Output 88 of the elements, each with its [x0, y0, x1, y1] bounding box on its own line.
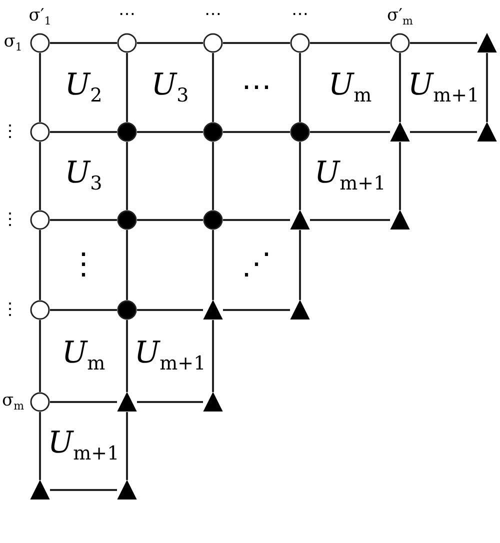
open-circle-node	[117, 33, 137, 53]
triangle-node	[477, 33, 497, 53]
grid-line	[310, 131, 390, 133]
grid-line	[223, 131, 290, 133]
grid-line	[126, 53, 128, 122]
grid-line	[310, 42, 390, 44]
grid-line	[126, 230, 128, 300]
grid-line	[410, 131, 477, 133]
open-circle-node	[30, 33, 50, 53]
vertex-label: ⋯	[204, 6, 222, 24]
cell-label: U$_{3}$	[64, 158, 102, 194]
filled-circle-node	[290, 122, 310, 142]
cell-label: ⋰	[242, 250, 272, 280]
vertex-label: ⋮	[2, 302, 18, 318]
grid-line	[410, 42, 477, 44]
open-circle-node	[30, 300, 50, 320]
grid-line	[39, 412, 41, 480]
vertex-label: σ′$_{1}$	[28, 7, 52, 27]
vertex-label: ⋯	[118, 6, 136, 24]
vertex-label: σ$_{1}$	[4, 33, 22, 53]
cell-label: U$_{m}$	[62, 338, 106, 374]
grid-line	[126, 320, 128, 392]
grid-line	[137, 219, 203, 221]
vertex-label: ⋯	[292, 6, 308, 24]
triangle-node	[117, 392, 137, 412]
grid-line	[399, 142, 401, 210]
open-circle-node	[30, 122, 50, 142]
grid-line	[126, 412, 128, 480]
grid-line	[39, 53, 41, 122]
grid-line	[126, 142, 128, 210]
open-circle-node	[390, 33, 410, 53]
filled-circle-node	[117, 210, 137, 230]
vertex-label: ⋮	[2, 124, 18, 140]
vertex-label: σ$_{m}$	[2, 392, 24, 412]
grid-line	[399, 53, 401, 122]
cell-label: U$_{m+1}$	[134, 338, 206, 374]
grid-line	[50, 489, 117, 491]
filled-circle-node	[203, 122, 223, 142]
vertex-label: σ′$_{m}$	[387, 7, 413, 27]
grid-line	[212, 142, 214, 210]
grid-line	[212, 53, 214, 122]
grid-line	[50, 131, 117, 133]
open-circle-node	[30, 392, 50, 412]
open-circle-node	[203, 33, 223, 53]
triangle-node	[203, 392, 223, 412]
grid-line	[137, 309, 203, 311]
triangle-node	[290, 300, 310, 320]
filled-circle-node	[117, 122, 137, 142]
grid-line	[310, 219, 390, 221]
grid-line	[137, 131, 203, 133]
cell-label: ⋮	[68, 250, 98, 280]
triangle-node	[203, 300, 223, 320]
grid-line	[137, 401, 203, 403]
vertex-label: ⋮	[2, 212, 18, 228]
cell-label: ⋯	[242, 72, 272, 102]
grid-line	[39, 230, 41, 300]
grid-line	[486, 53, 488, 122]
cell-label: U$_{m+1}$	[408, 70, 480, 105]
cell-label: U$_{2}$	[64, 70, 102, 105]
grid-line	[223, 42, 290, 44]
grid-line	[50, 219, 117, 221]
grid-line	[299, 142, 301, 210]
open-circle-node	[30, 210, 50, 230]
grid-line	[223, 219, 290, 221]
grid-line	[299, 53, 301, 122]
grid-line	[50, 309, 117, 311]
filled-circle-node	[117, 300, 137, 320]
cell-label: U$_{3}$	[151, 70, 189, 105]
filled-circle-node	[203, 210, 223, 230]
cell-label: U$_{m+1}$	[314, 158, 386, 194]
triangle-node	[290, 210, 310, 230]
cell-label: U$_{m}$	[328, 70, 372, 105]
triangle-node	[477, 122, 497, 142]
triangle-node	[117, 480, 137, 500]
triangle-node	[30, 480, 50, 500]
grid-line	[212, 320, 214, 392]
grid-line	[50, 401, 117, 403]
grid-line	[212, 230, 214, 300]
grid-line	[223, 309, 290, 311]
triangle-node	[390, 210, 410, 230]
grid-line	[50, 42, 117, 44]
grid-line	[137, 42, 203, 44]
grid-line	[299, 230, 301, 300]
triangle-node	[390, 122, 410, 142]
grid-line	[39, 320, 41, 392]
grid-line	[39, 142, 41, 210]
open-circle-node	[290, 33, 310, 53]
cell-label: U$_{m+1}$	[48, 428, 120, 464]
